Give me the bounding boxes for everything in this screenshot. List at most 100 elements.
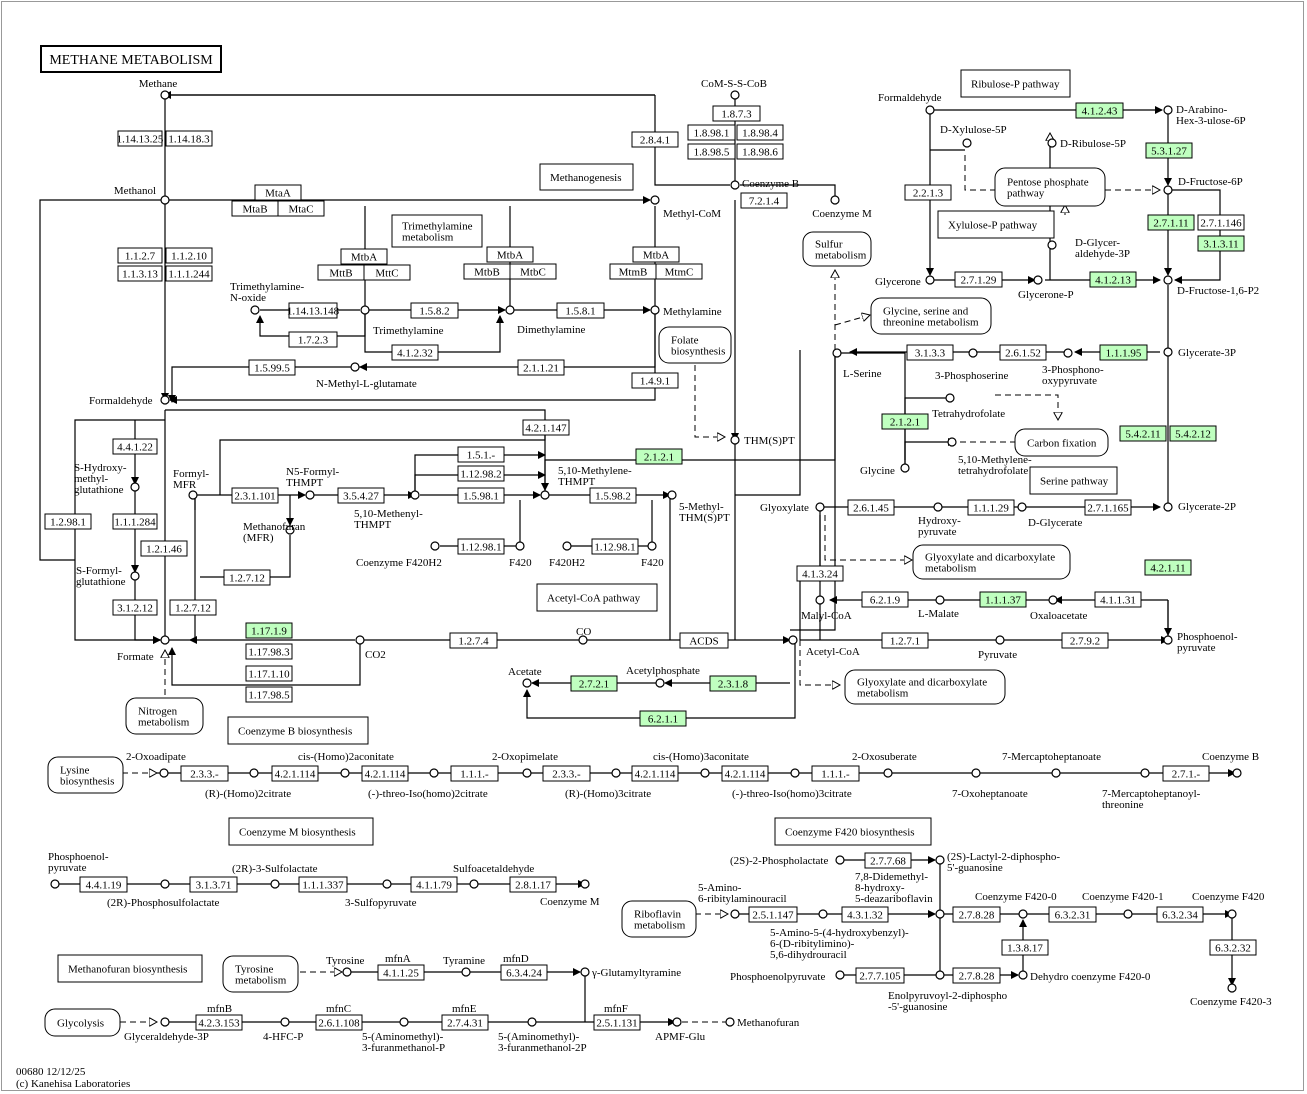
compound-node[interactable] (250, 305, 260, 315)
pathway-box[interactable] (994, 167, 1106, 207)
enzyme-box[interactable] (687, 124, 736, 141)
enzyme-box[interactable] (954, 271, 1003, 288)
pathway-box[interactable] (1014, 428, 1109, 457)
compound-node[interactable] (360, 305, 370, 315)
enzyme-box[interactable] (952, 967, 1001, 984)
enzyme-box[interactable] (363, 264, 411, 281)
enzyme-box[interactable] (117, 265, 163, 282)
compound-node[interactable] (355, 635, 365, 645)
enzyme-box[interactable] (635, 448, 683, 465)
pathway-box[interactable] (227, 716, 369, 745)
enzyme-box[interactable] (245, 643, 293, 660)
compound-node[interactable] (522, 768, 532, 778)
compound-node[interactable] (672, 1017, 682, 1027)
enzyme-box[interactable] (410, 876, 458, 893)
enzyme-box[interactable] (112, 513, 158, 530)
enzyme-box[interactable] (1197, 214, 1245, 231)
compound-node[interactable] (830, 195, 840, 205)
compound-node[interactable] (968, 348, 978, 358)
enzyme-box[interactable] (509, 263, 557, 280)
compound-node[interactable] (815, 595, 825, 605)
compound-node[interactable] (730, 909, 740, 919)
compound-node[interactable] (945, 393, 955, 403)
enzyme-box[interactable] (655, 263, 703, 280)
enzyme-box[interactable] (165, 247, 213, 264)
enzyme-box[interactable] (542, 765, 591, 782)
enzyme-box[interactable] (391, 344, 439, 361)
enzyme-box[interactable] (254, 184, 302, 201)
compound-node[interactable] (933, 502, 943, 512)
compound-node[interactable] (1063, 348, 1073, 358)
pathway-box[interactable] (222, 955, 299, 993)
compound-node[interactable] (650, 195, 660, 205)
pathway-box[interactable] (658, 326, 732, 364)
compound-node[interactable] (522, 678, 532, 688)
enzyme-box[interactable] (112, 438, 158, 455)
compound-node[interactable] (1017, 502, 1027, 512)
compound-node[interactable] (270, 879, 280, 889)
compound-node[interactable] (835, 970, 845, 980)
enzyme-box[interactable] (679, 632, 729, 649)
enzyme-box[interactable] (736, 143, 784, 160)
pathway-box[interactable] (870, 297, 992, 335)
enzyme-box[interactable] (631, 131, 679, 148)
enzyme-box[interactable] (522, 419, 570, 436)
enzyme-box[interactable] (117, 247, 163, 264)
enzyme-box[interactable] (271, 765, 319, 782)
enzyme-box[interactable] (288, 331, 338, 348)
enzyme-box[interactable] (377, 964, 425, 981)
compound-node[interactable] (700, 768, 710, 778)
enzyme-box[interactable] (855, 967, 905, 984)
compound-node[interactable] (1227, 909, 1237, 919)
enzyme-box[interactable] (639, 710, 687, 727)
enzyme-box[interactable] (736, 124, 784, 141)
compound-node[interactable] (667, 490, 677, 500)
enzyme-box[interactable] (847, 499, 895, 516)
compound-node[interactable] (469, 879, 479, 889)
enzyme-box[interactable] (165, 130, 213, 147)
compound-node[interactable] (925, 105, 935, 115)
enzyme-box[interactable] (298, 876, 348, 893)
enzyme-box[interactable] (450, 765, 499, 782)
enzyme-box[interactable] (740, 192, 788, 209)
enzyme-box[interactable] (1162, 765, 1210, 782)
enzyme-box[interactable] (1061, 632, 1109, 649)
compound-node[interactable] (1048, 595, 1058, 605)
compound-node[interactable] (1018, 970, 1028, 980)
enzyme-box[interactable] (457, 487, 505, 504)
enzyme-box[interactable] (169, 599, 217, 616)
enzyme-box[interactable] (952, 906, 1001, 923)
compound-node[interactable] (505, 305, 515, 315)
compound-node[interactable] (835, 855, 845, 865)
enzyme-box[interactable] (509, 876, 557, 893)
enzyme-box[interactable] (410, 302, 459, 319)
enzyme-box[interactable] (967, 499, 1015, 516)
enzyme-box[interactable] (811, 765, 860, 782)
compound-node[interactable] (130, 482, 140, 492)
pathway-box[interactable] (47, 756, 124, 794)
compound-node[interactable] (1051, 768, 1061, 778)
enzyme-box[interactable] (906, 344, 954, 361)
pathway-box[interactable] (937, 210, 1055, 239)
enzyme-box[interactable] (277, 200, 325, 217)
enzyme-box[interactable] (195, 1014, 243, 1031)
compound-node[interactable] (280, 1017, 290, 1027)
compound-node[interactable] (160, 879, 170, 889)
compound-node[interactable] (935, 595, 945, 605)
pathway-box[interactable] (912, 544, 1071, 580)
pathway-box[interactable] (539, 163, 634, 191)
enzyme-box[interactable] (796, 565, 844, 582)
enzyme-box[interactable] (245, 622, 293, 639)
enzyme-box[interactable] (1089, 271, 1137, 288)
compound-node[interactable] (832, 348, 842, 358)
compound-node[interactable] (1227, 983, 1237, 993)
enzyme-box[interactable] (556, 302, 605, 319)
compound-node[interactable] (130, 571, 140, 581)
enzyme-box[interactable] (687, 143, 736, 160)
enzyme-box[interactable] (1197, 235, 1245, 252)
enzyme-box[interactable] (1119, 425, 1167, 442)
compound-node[interactable] (971, 768, 981, 778)
enzyme-box[interactable] (44, 513, 92, 530)
enzyme-box[interactable] (1169, 425, 1217, 442)
enzyme-box[interactable] (245, 686, 293, 703)
